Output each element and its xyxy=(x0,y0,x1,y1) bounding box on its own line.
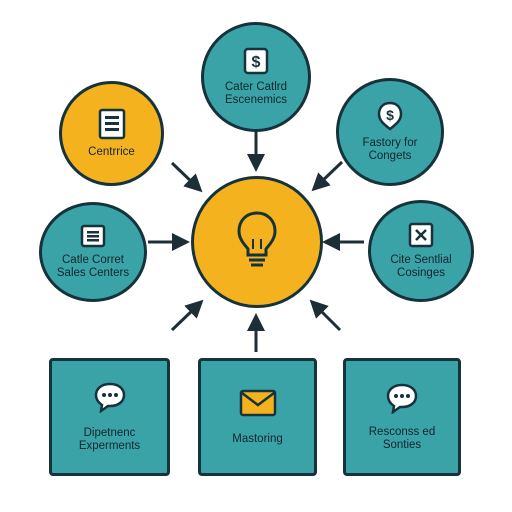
svg-text:$: $ xyxy=(386,107,394,123)
speech-bubble-icon xyxy=(385,382,419,414)
node-bottom-right: Resconss ed Sonties xyxy=(343,358,461,476)
node-bottom-left-label-1: Dipetnenc xyxy=(83,427,136,439)
arrow-from-bottom-left xyxy=(170,299,204,332)
node-mid-left-label-1: Catle Corret xyxy=(62,254,124,266)
node-bottom-left-label-2: Experments xyxy=(78,440,141,452)
speech-bubble-icon xyxy=(93,381,127,413)
node-top-right: $ Fastory for Congets xyxy=(336,78,444,186)
arrow-from-top-left xyxy=(170,161,203,193)
dollar-tag-icon: $ xyxy=(243,47,269,75)
lightbulb-icon xyxy=(233,209,281,276)
node-top-label-2: Escenemics xyxy=(225,94,287,106)
list-icon xyxy=(80,224,106,248)
node-mid-right: Cite Sentlial Cosinges xyxy=(368,200,474,302)
arrow-from-bottom-right xyxy=(309,299,342,332)
node-top-left: Centrrice xyxy=(59,81,164,186)
node-bottom-center: Mastoring xyxy=(198,358,317,476)
node-top-left-label: Centrrice xyxy=(88,146,135,158)
node-mid-left-label-2: Sales Centers xyxy=(56,267,130,279)
close-box-icon xyxy=(408,222,434,248)
node-center xyxy=(191,176,323,308)
node-top-right-label-2: Congets xyxy=(368,150,412,162)
dollar-tag-icon: $ xyxy=(376,101,404,131)
envelope-icon xyxy=(239,389,277,417)
node-top: $ Cater Catlrd Escenemics xyxy=(201,22,311,132)
node-top-label-1: Cater Catlrd xyxy=(225,81,287,93)
node-bottom-right-label-1: Resconss ed xyxy=(368,426,436,438)
node-mid-left: Catle Corret Sales Centers xyxy=(39,202,147,302)
document-icon xyxy=(97,108,127,140)
node-bottom-left: Dipetnenc Experments xyxy=(49,358,170,476)
node-bottom-right-label-2: Sonties xyxy=(382,439,422,451)
node-mid-right-label-2: Cosinges xyxy=(397,267,445,279)
arrow-from-top-right xyxy=(311,160,344,192)
node-mid-right-label-1: Cite Sentlial xyxy=(390,254,452,266)
svg-text:$: $ xyxy=(252,54,261,71)
node-top-right-label-1: Fastory for xyxy=(362,137,418,149)
node-bottom-center-label: Mastoring xyxy=(232,432,283,445)
